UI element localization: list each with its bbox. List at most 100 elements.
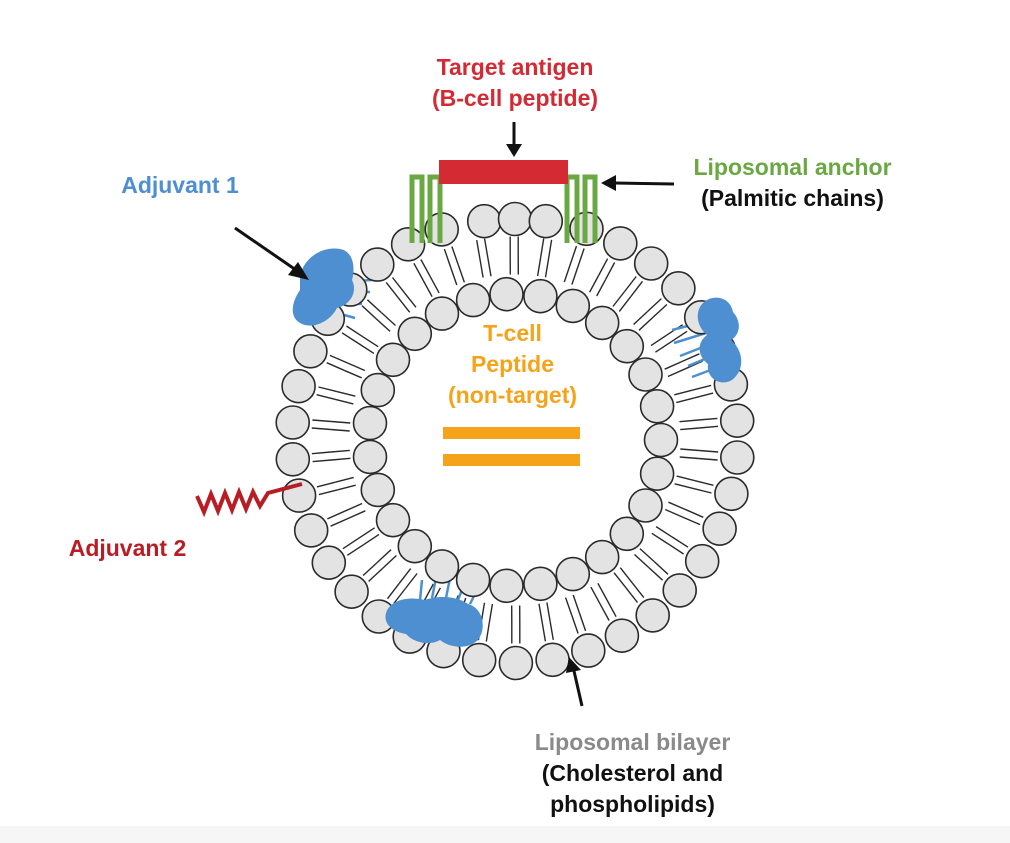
lipid-tail — [451, 246, 459, 265]
lipid-tail — [631, 582, 645, 599]
lipid-tail — [483, 238, 489, 258]
lipid-tail — [336, 390, 356, 397]
lipid-tail — [429, 275, 440, 294]
lipid-tail — [650, 334, 668, 347]
outer-lipid-head — [719, 403, 755, 439]
lipid-tail — [536, 257, 542, 277]
outer-lipid-head — [719, 440, 755, 475]
outer-lipid-head — [461, 642, 497, 678]
lipid-tail — [547, 239, 553, 259]
lipid-tail — [334, 398, 354, 405]
lipid-tail — [647, 298, 662, 313]
liposomal-anchor-left — [409, 174, 443, 243]
lipid-tail — [544, 258, 550, 278]
outer-lipid-head — [602, 226, 638, 261]
lipid-tail — [347, 362, 366, 372]
lipid-tail — [680, 427, 700, 431]
liposomal-bilayer-line3: phospholipids) — [550, 791, 715, 817]
lipid-tail — [679, 456, 699, 460]
lipid-tail — [671, 536, 689, 548]
lipid-tail — [344, 502, 363, 512]
lipid-tail — [480, 602, 486, 622]
lipid-tail — [413, 262, 424, 281]
lipid-tail — [318, 489, 338, 496]
outer-lipid-head — [528, 203, 564, 239]
inner-lipid-head — [584, 539, 620, 575]
adjuvant1-blob-bottom — [385, 597, 483, 647]
lipid-tail — [546, 602, 551, 622]
outer-lipid-head — [281, 368, 316, 404]
lipid-tail — [619, 567, 633, 584]
adjuvant1-arrow — [234, 226, 309, 280]
lipid-tail — [633, 310, 648, 326]
lipid-tail — [625, 587, 639, 603]
adjuvant2-label: Adjuvant 2 — [40, 533, 215, 564]
lipid-tail — [694, 392, 714, 399]
lipid-tail — [312, 459, 332, 463]
inner-lipid-heads — [352, 276, 679, 604]
adjuvant-tail — [673, 331, 707, 345]
lipid-tail — [624, 276, 637, 292]
lipid-tail — [342, 537, 360, 550]
outer-lipid-head — [275, 405, 311, 440]
lipid-tail — [630, 280, 644, 297]
inner-lipid-head — [397, 528, 433, 564]
lipid-tail — [346, 325, 363, 337]
bottom-strip — [0, 826, 1010, 843]
lipid-tail — [391, 277, 405, 293]
inner-lipid-head — [375, 342, 411, 378]
inner-lipid-head — [523, 566, 558, 602]
lipid-tail — [443, 248, 452, 268]
lipid-tail — [341, 332, 359, 344]
lipid-tail — [676, 475, 696, 482]
lipid-tail — [634, 553, 650, 568]
target-antigen-bar — [439, 160, 568, 184]
lipid-tail — [606, 599, 617, 618]
outer-lipid-head — [635, 598, 671, 633]
outer-lipid-head — [702, 511, 737, 547]
lipid-tail — [655, 526, 673, 538]
lipid-tail — [335, 476, 354, 483]
lipid-tail — [337, 484, 356, 491]
lipid-tail — [680, 448, 700, 452]
lipid-tail — [569, 245, 578, 265]
adjuvant1-title: Adjuvant 1 — [121, 172, 239, 198]
lipid-tail — [487, 257, 492, 277]
lipid-tail — [639, 548, 655, 562]
lipid-tail — [357, 342, 375, 354]
lipid-tail — [605, 262, 616, 280]
lipid-tail — [385, 281, 399, 298]
outer-lipid-head — [662, 573, 698, 608]
lipid-tail — [479, 258, 484, 278]
inner-lipid-head — [555, 556, 591, 592]
lipid-tail — [597, 582, 608, 601]
lipid-tail — [382, 554, 397, 570]
lipid-tail — [692, 487, 712, 494]
anchor-arrow — [601, 175, 675, 191]
lipid-tail — [404, 573, 418, 589]
inner-lipid-head — [375, 502, 411, 538]
outer-lipid-head — [604, 618, 640, 654]
lipid-tail — [485, 622, 490, 642]
lipid-tail — [667, 543, 684, 555]
tcell-peptide-bar-1 — [443, 427, 580, 439]
liposomal-anchor-label: Liposomal anchor (Palmitic chains) — [660, 152, 925, 214]
lipid-tail — [564, 597, 573, 616]
lipid-tail — [449, 266, 458, 286]
inner-lipid-head — [455, 562, 491, 598]
outer-lipid-head — [390, 227, 426, 262]
outer-lipid-head — [535, 642, 570, 678]
outer-lipid-head — [570, 633, 606, 668]
lipid-tail — [549, 621, 554, 641]
lipid-tail — [393, 588, 406, 604]
lipid-tail — [386, 583, 400, 600]
target-antigen-label: Target antigen (B-cell peptide) — [400, 52, 630, 114]
tcell-peptide-bar-2 — [443, 454, 580, 466]
adjuvant1-blob-right — [697, 297, 742, 383]
target-arrow — [506, 122, 522, 157]
tcell-peptide-line1: T-cell — [483, 320, 542, 346]
target-antigen-subtitle: (B-cell peptide) — [431, 85, 599, 111]
lipid-tail — [316, 394, 336, 400]
lipid-tail — [612, 291, 626, 307]
